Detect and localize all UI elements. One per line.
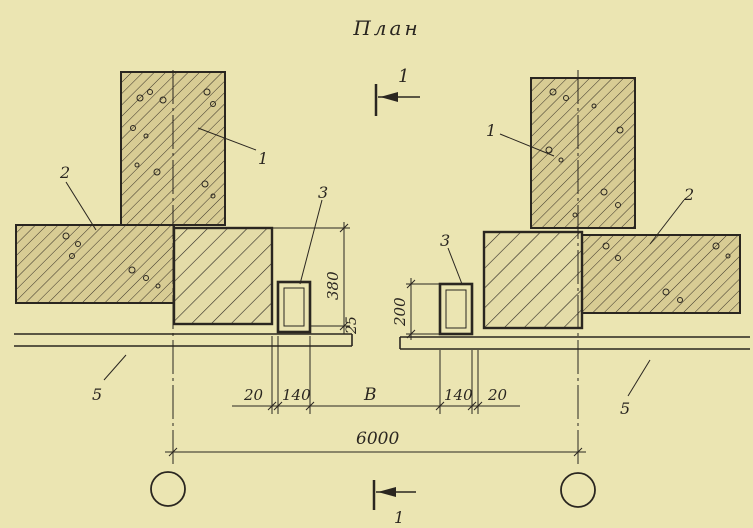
dimension-left-profile: 140 <box>282 386 311 404</box>
left-steel-post <box>172 226 274 326</box>
right-wall <box>579 234 741 314</box>
dimension-right-profile: 140 <box>444 386 473 404</box>
axis-lines <box>172 70 579 466</box>
drawing-title: План <box>352 16 420 40</box>
left-wall-callout: 2 <box>59 163 70 182</box>
left-axis-bubble <box>150 471 186 507</box>
dimension-200 <box>406 278 440 340</box>
section-mark-bottom: 1 <box>372 480 416 527</box>
left-profile-callout: 3 <box>318 183 328 202</box>
dimension-25-label: 25 <box>344 316 360 335</box>
right-wall-callout: 2 <box>683 185 694 204</box>
right-panel-callout: 5 <box>620 399 630 418</box>
right-steel-post <box>482 230 584 330</box>
dimension-chain <box>232 336 520 414</box>
leader-lines <box>65 127 685 397</box>
right-column <box>530 77 636 229</box>
section-mark-top: 1 <box>374 66 420 116</box>
left-panel-callout: 5 <box>92 385 102 404</box>
left-panel <box>14 333 353 347</box>
left-column-callout: 1 <box>258 149 268 168</box>
dimension-380 <box>272 222 350 334</box>
right-axis-bubble <box>560 472 596 508</box>
right-column-callout: 1 <box>486 121 496 140</box>
right-profile-callout: 3 <box>440 231 450 250</box>
dimension-left-gap: 20 <box>243 386 264 404</box>
dimension-380-label: 380 <box>324 271 342 300</box>
right-panel <box>399 336 750 350</box>
left-wall <box>15 224 175 304</box>
dimension-6000 <box>165 447 586 457</box>
dimension-200-label: 200 <box>391 297 409 327</box>
section-label-top: 1 <box>398 66 409 87</box>
dimension-6000-label: 6000 <box>356 429 399 449</box>
left-profile <box>276 280 312 334</box>
right-profile <box>438 282 474 336</box>
dimension-right-gap: 20 <box>487 386 508 404</box>
dimension-opening: В <box>363 385 377 405</box>
section-label-bottom: 1 <box>394 508 404 527</box>
